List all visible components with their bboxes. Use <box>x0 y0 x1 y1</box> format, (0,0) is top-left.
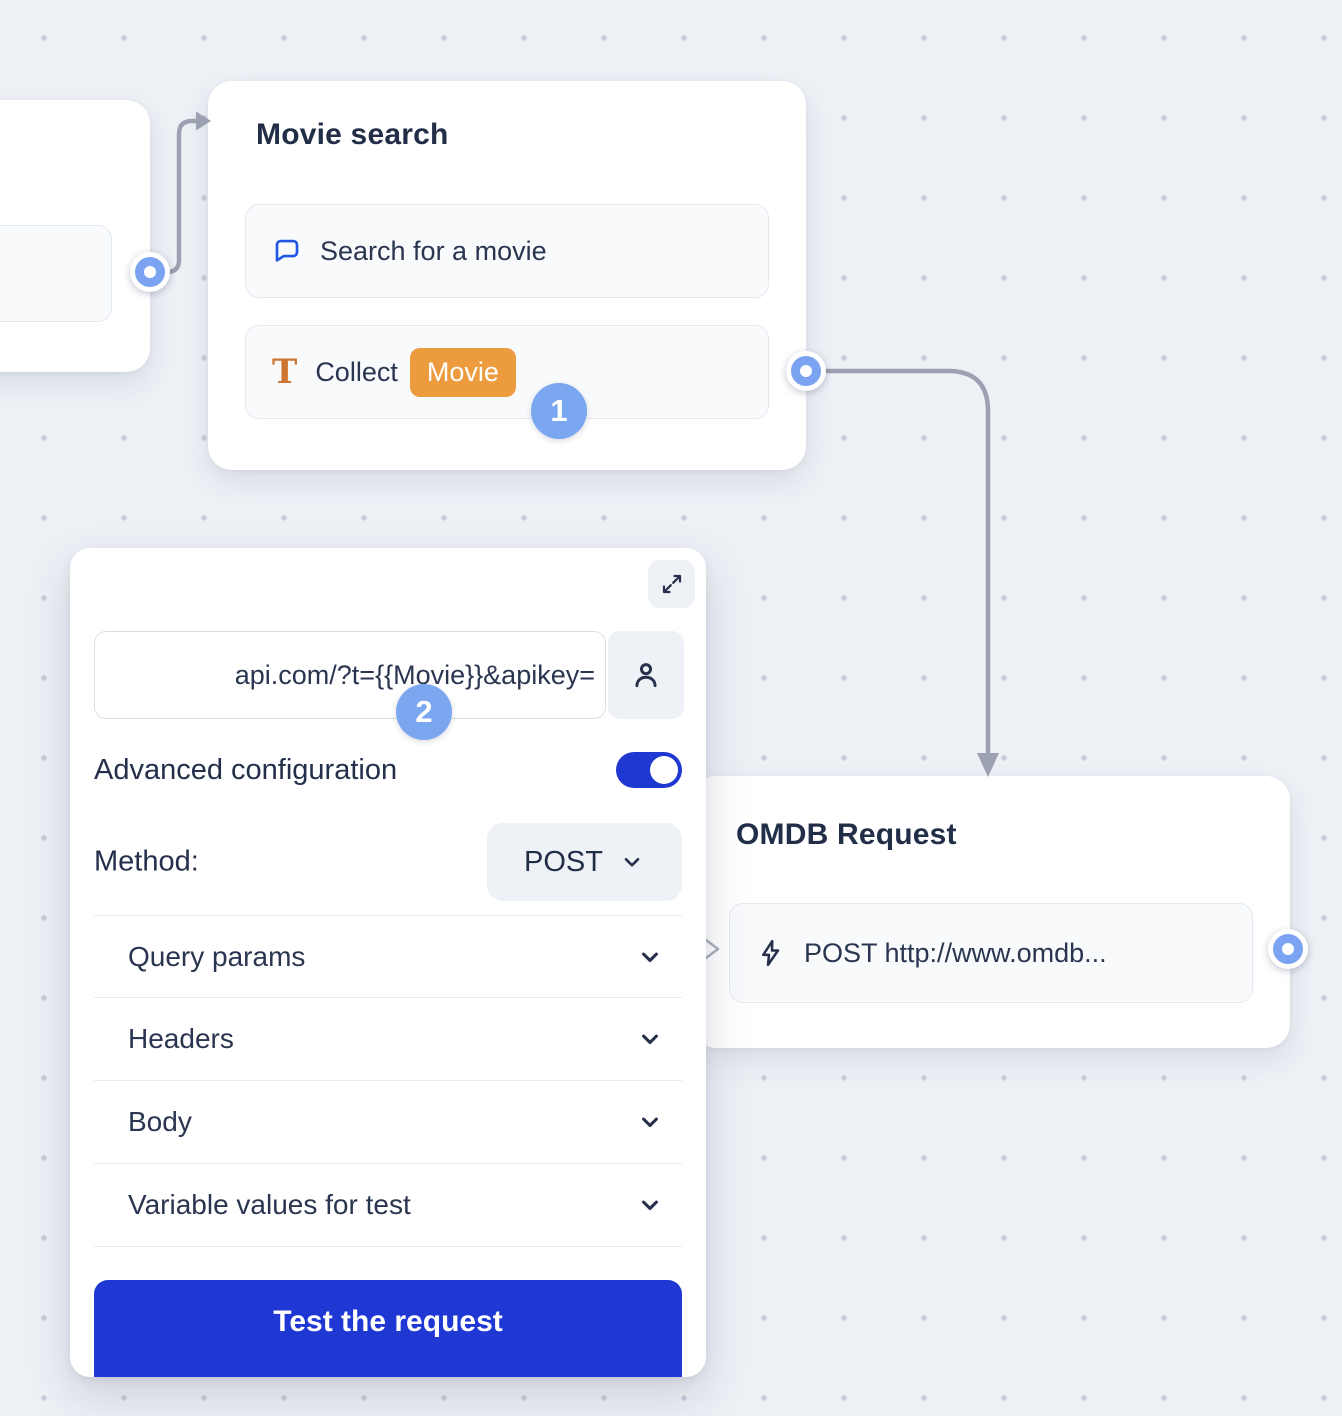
partial-node-output-port[interactable] <box>130 252 170 292</box>
section-query-params-label: Query params <box>128 940 306 972</box>
advanced-configuration-row: Advanced configuration <box>94 746 682 794</box>
omdb-request-node[interactable]: OMDB Request POST http://www.omdb... <box>692 776 1290 1048</box>
movie-search-node[interactable]: Movie search Search for a movie T Collec… <box>208 81 806 470</box>
arrowhead-down-icon <box>977 753 999 777</box>
method-row: Method: POST <box>94 823 682 901</box>
partial-node-item[interactable] <box>0 225 112 322</box>
omdb-post-label: POST http://www.omdb... <box>804 937 1107 968</box>
toggle-knob <box>650 756 678 784</box>
expand-button[interactable] <box>648 560 695 608</box>
chevron-down-icon <box>636 1191 664 1219</box>
chat-bubble-icon <box>272 236 302 266</box>
movie-search-output-port[interactable] <box>786 351 826 391</box>
partial-node-card[interactable] <box>0 100 150 372</box>
section-headers[interactable]: Headers <box>94 998 682 1081</box>
expand-icon <box>660 572 684 596</box>
movie-variable-chip[interactable]: Movie <box>409 347 516 397</box>
section-body[interactable]: Body <box>94 1081 682 1164</box>
advanced-configuration-label: Advanced configuration <box>94 753 398 786</box>
step-1-badge: 1 <box>531 383 587 439</box>
connector-left-to-movie <box>158 118 196 275</box>
chevron-down-icon <box>636 1108 664 1136</box>
method-select[interactable]: POST <box>487 823 682 901</box>
section-body-label: Body <box>128 1106 192 1137</box>
section-headers-label: Headers <box>128 1023 234 1054</box>
method-label: Method: <box>94 845 199 878</box>
person-button[interactable] <box>608 631 684 719</box>
chevron-down-icon <box>636 943 664 971</box>
collect-label: Collect <box>315 356 398 387</box>
search-for-movie-label: Search for a movie <box>320 235 547 266</box>
text-input-icon: T <box>272 352 298 392</box>
advanced-configuration-toggle[interactable] <box>616 752 682 788</box>
section-variable-values-label: Variable values for test <box>128 1189 411 1220</box>
movie-search-node-title: Movie search <box>256 118 449 151</box>
omdb-post-item[interactable]: POST http://www.omdb... <box>729 903 1253 1003</box>
section-variable-values[interactable]: Variable values for test <box>94 1164 682 1247</box>
method-value: POST <box>524 845 603 878</box>
config-sections: Query params Headers Body <box>94 915 682 1247</box>
section-query-params[interactable]: Query params <box>94 915 682 998</box>
chevron-down-icon <box>636 1025 664 1053</box>
lightning-icon <box>756 938 786 968</box>
collect-movie-item[interactable]: T Collect Movie <box>245 325 769 419</box>
omdb-request-node-title: OMDB Request <box>736 818 957 851</box>
person-icon <box>630 659 662 691</box>
omdb-output-port[interactable] <box>1268 929 1308 969</box>
step-2-badge: 2 <box>396 684 452 740</box>
connector-movie-to-omdb <box>806 368 991 754</box>
request-config-panel[interactable]: api.com/?t={{Movie}}&apikey= Advanced co… <box>70 548 706 1377</box>
chevron-down-icon <box>619 849 645 875</box>
search-for-movie-item[interactable]: Search for a movie <box>245 204 769 298</box>
test-request-button[interactable]: Test the request <box>94 1280 682 1377</box>
request-url-input[interactable]: api.com/?t={{Movie}}&apikey= <box>94 631 606 719</box>
